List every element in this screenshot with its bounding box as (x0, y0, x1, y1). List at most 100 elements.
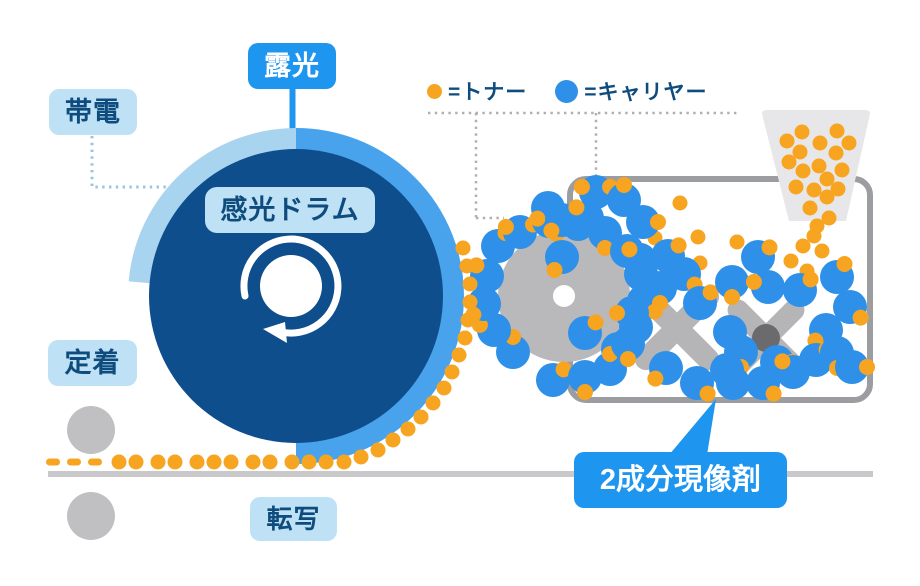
toner-on-carrier-dot (652, 295, 668, 311)
toner-on-carrier-dot (577, 384, 593, 400)
toner-dot (459, 258, 475, 274)
fused-toner-dash (67, 458, 81, 466)
carrier-particle (835, 350, 869, 384)
toner-on-carrier-dot (836, 256, 853, 273)
toner-dot (830, 181, 846, 197)
toner-on-carrier-dot (702, 284, 719, 301)
toner-dot (819, 189, 835, 205)
toner-dot (150, 454, 166, 470)
legend: =トナー =キャリヤー (427, 76, 708, 106)
toner-on-carrier-dot (852, 309, 869, 326)
toner-dot (802, 200, 818, 216)
toner-dot (811, 158, 827, 174)
carrier-particle (607, 183, 641, 217)
toner-dot (301, 454, 317, 470)
toner-on-carrier-dot (699, 385, 716, 402)
toner-dot (167, 454, 183, 470)
toner-on-carrier-dot (546, 261, 563, 278)
legend-carrier-label: =キャリヤー (584, 81, 708, 104)
drum-ring-right-arc (295, 128, 465, 464)
paper-path-line (48, 471, 873, 477)
toner-dot (819, 171, 835, 187)
toner-dot (821, 210, 837, 226)
toner-dot (245, 454, 261, 470)
toner-on-carrier-dot (497, 218, 514, 235)
carrier-particle (626, 205, 660, 239)
toner-dot (829, 123, 845, 139)
toner-dot (400, 421, 416, 437)
toner-on-carrier-dot (724, 289, 740, 305)
toner-dot (806, 182, 822, 198)
toner-dot (455, 240, 471, 256)
toner-on-carrier-dot (650, 214, 666, 230)
rotation-hub (260, 255, 322, 317)
carrier-particle (715, 265, 749, 299)
toner-dot (841, 135, 857, 151)
toner-dot (413, 409, 429, 425)
toner-on-carrier-dot (543, 222, 560, 239)
toner-on-carrier-dot (774, 353, 791, 370)
charge-guide-line (90, 136, 168, 189)
carrier-particle (716, 366, 750, 400)
carrier-particle (643, 271, 677, 305)
carrier-particle (615, 296, 649, 330)
label-photosensitive-drum: 感光ドラム (205, 187, 375, 233)
toner-dot (812, 135, 828, 151)
toner-dot (444, 364, 460, 380)
toner-on-carrier-dot (859, 359, 875, 375)
legend-carrier-item: =キャリヤー (555, 76, 707, 106)
toner-dot (436, 380, 452, 396)
toner-dot (353, 449, 369, 465)
toner-dot (111, 454, 127, 470)
developing-roller-axle (553, 285, 575, 307)
carrier-particle (611, 327, 645, 361)
mixer-hub (752, 324, 780, 352)
carrier-particle (713, 315, 747, 349)
toner-on-carrier-dot (616, 177, 632, 193)
toner-dot (451, 347, 467, 363)
drum-ring-left-arc (128, 128, 297, 284)
toner-dot (795, 163, 811, 179)
toner-dot (462, 276, 478, 292)
toner-on-carrier-dot (761, 239, 778, 256)
label-charge: 帯電 (49, 89, 137, 135)
toner-dot (206, 454, 222, 470)
legend-toner-item: =トナー (427, 76, 527, 106)
toner-dot (814, 243, 830, 259)
label-fusing: 定着 (48, 340, 137, 386)
toner-on-carrier-dot (647, 370, 664, 387)
toner-dot (690, 229, 706, 245)
toner-dot (457, 330, 473, 346)
toner-dot (788, 179, 804, 195)
toner-dot (779, 133, 795, 149)
toner-on-carrier-dot (597, 240, 613, 256)
rotation-arrow-arc (240, 235, 342, 337)
label-transfer: 転写 (250, 497, 337, 541)
toner-dot (783, 253, 799, 269)
toner-dot (425, 395, 441, 411)
fuser-roller (67, 492, 115, 540)
callout-pointer (669, 399, 716, 455)
toner-on-carrier-dot (802, 271, 819, 288)
toner-dot (385, 432, 401, 448)
toner-dot (128, 454, 144, 470)
carrier-particle (496, 335, 530, 369)
fuser-roller (67, 406, 115, 454)
toner-dot (781, 154, 797, 170)
toner-on-carrier-dot (587, 314, 604, 331)
toner-dot (806, 228, 822, 244)
toner-dot (795, 238, 811, 254)
toner-on-carrier-dot (765, 385, 782, 402)
toner-dot (336, 454, 352, 470)
toner-on-carrier-dot (568, 199, 585, 216)
toner-dot (672, 195, 688, 211)
toner-on-carrier-dot (609, 305, 625, 321)
toner-dot (370, 442, 386, 458)
toner-dot (792, 144, 808, 160)
toner-dot (834, 162, 850, 178)
fused-toner-dash (88, 458, 102, 466)
toner-dot (462, 294, 478, 310)
callout-two-component-developer: 2成分現像剤 (574, 452, 787, 508)
toner-dot (729, 234, 745, 250)
